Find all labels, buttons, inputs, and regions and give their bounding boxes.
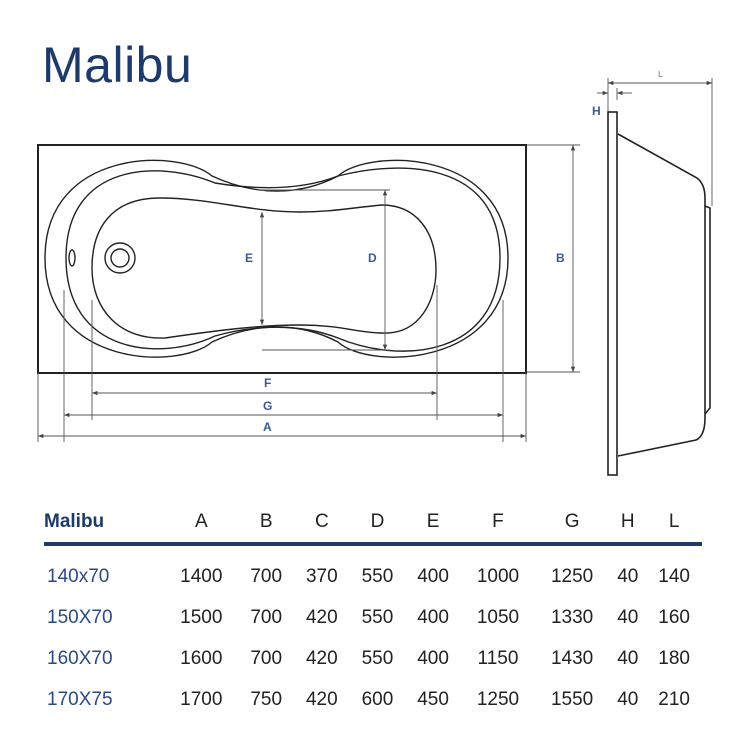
dimension-value: 160: [658, 606, 690, 628]
dimension-value: 1400: [180, 565, 223, 587]
label-L: L: [658, 70, 663, 79]
dimension-value: 600: [361, 688, 394, 710]
dimension-value: 1430: [550, 647, 594, 669]
outer-rim: [44, 159, 509, 358]
dimension-value: 420: [305, 606, 338, 628]
dimension-value: 40: [617, 647, 639, 669]
dimension-value: 210: [658, 688, 690, 710]
label-H: H: [592, 104, 601, 118]
top-view: [37, 144, 527, 374]
label-E: E: [245, 251, 253, 265]
label-F: F: [264, 376, 271, 390]
table-row: 150X70 1500 700 420 550 400 1050 1330 40 160: [44, 597, 702, 638]
dimension-value: 1500: [180, 606, 223, 628]
column-header: A: [194, 511, 208, 532]
dimension-value: 1150: [477, 647, 519, 669]
dimension-value: 1600: [180, 647, 223, 669]
dimension-value: 40: [617, 565, 639, 587]
dimension-value: 420: [305, 688, 338, 710]
drain-inner: [110, 248, 130, 268]
bathtub-drawing: E D B F G A H L: [37, 70, 713, 476]
table-title: Malibu: [44, 511, 105, 532]
column-header: L: [668, 511, 680, 532]
label-D: D: [368, 251, 377, 265]
dimension-value: 400: [417, 565, 449, 587]
column-header: H: [620, 511, 635, 532]
dimension-value: 1550: [550, 688, 594, 710]
label-B: B: [556, 251, 565, 265]
dimension-value: 700: [250, 606, 283, 628]
dimension-value: 550: [361, 647, 394, 669]
tub-outline-rect: [37, 144, 527, 374]
dimension-value: 550: [361, 565, 394, 587]
page-title: Malibu: [42, 37, 193, 93]
dimension-value: 1250: [550, 565, 594, 587]
dimension-value: 40: [617, 606, 639, 628]
dimension-value: 370: [305, 565, 338, 587]
dimension-value: 550: [361, 606, 394, 628]
dimension-value: 40: [617, 688, 639, 710]
model-size: 140x70: [47, 565, 110, 587]
dimension-value: 140: [658, 565, 690, 587]
dimension-value: 700: [250, 565, 283, 587]
dimension-lines: [37, 78, 713, 442]
column-header: B: [259, 511, 273, 532]
column-header: F: [492, 511, 504, 532]
dimension-value: 450: [417, 688, 449, 710]
dimension-value: 1000: [476, 565, 520, 587]
dimension-value: 400: [417, 606, 449, 628]
side-view: [607, 111, 711, 476]
model-size: 170X75: [47, 688, 113, 710]
dimension-value: 1330: [550, 606, 594, 628]
model-size: 160X70: [47, 647, 113, 669]
column-header: G: [564, 511, 580, 532]
dimension-value: 1700: [180, 688, 223, 710]
label-G: G: [263, 399, 272, 413]
table-row: 170X75 1700 750 420 600 450 1250 1550 40 210: [44, 679, 702, 720]
dimension-value: 750: [250, 688, 283, 710]
middle-rim: [65, 167, 501, 352]
overflow: [68, 249, 76, 267]
dimension-value: 1050: [476, 606, 520, 628]
dimensions-table: Malibu A B C D E F G H L 140x70 1400 700 370 550 400 10…: [44, 510, 702, 720]
model-size: 150X70: [47, 606, 113, 628]
column-header: E: [426, 511, 440, 532]
table-header-row: Malibu A B C D E F G H L: [44, 510, 702, 544]
dimension-value: 400: [417, 647, 449, 669]
dimension-value: 420: [305, 647, 338, 669]
column-header: C: [314, 511, 329, 532]
column-header: D: [370, 511, 385, 532]
dimension-value: 700: [250, 647, 283, 669]
inner-basin: [91, 197, 437, 339]
table-row: 160X70 1600 700 420 550 400 1150 1430 40 180: [44, 638, 702, 679]
dimension-value: 180: [658, 647, 690, 669]
dimension-value: 1250: [476, 688, 520, 710]
drain-outer: [104, 242, 136, 274]
label-A: A: [263, 420, 272, 434]
table-row: 140x70 1400 700 370 550 400 1000 1250 40 140: [44, 544, 702, 597]
